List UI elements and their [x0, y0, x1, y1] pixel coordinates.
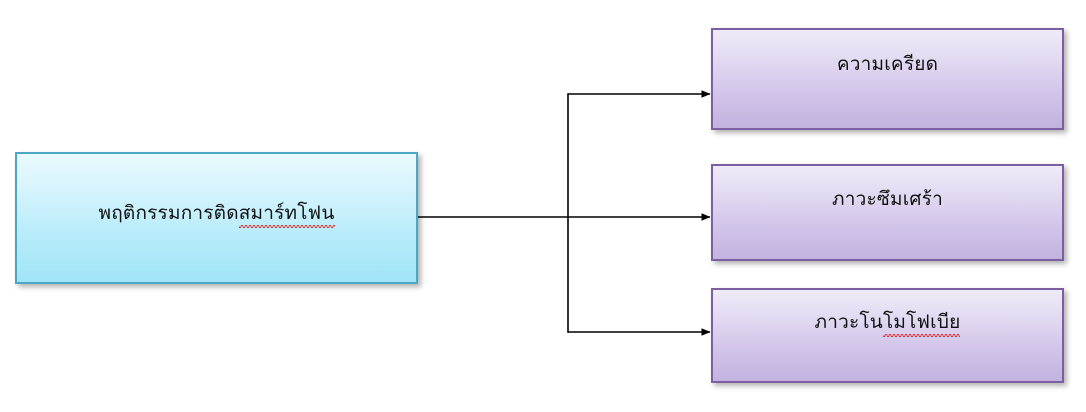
node-nomophobia[interactable]: ภาวะโนโมโฟเบีย — [711, 288, 1064, 383]
node-label-text: ความเครียด — [836, 53, 939, 75]
node-label-misspelled-text: โมโฟเบีย — [882, 311, 961, 333]
node-label: ความเครียด — [837, 55, 938, 74]
node-label-text: ภาวะโน — [814, 311, 883, 333]
node-smartphone-addiction-behavior[interactable]: พฤติกรรมการติดสมาร์ทโฟน — [15, 152, 418, 284]
node-stress[interactable]: ความเครียด — [711, 28, 1064, 130]
node-label: ภาวะซึมเศร้า — [832, 190, 943, 209]
node-label-text: ภาวะซึมเศร้า — [832, 188, 943, 210]
node-label: พฤติกรรมการติดสมาร์ทโฟน — [98, 204, 334, 223]
node-label-misspelled-text: สมาร์ทโฟน — [238, 202, 335, 224]
node-depression[interactable]: ภาวะซึมเศร้า — [711, 164, 1064, 261]
node-label: ภาวะโนโมโฟเบีย — [815, 313, 961, 332]
node-label-text: พฤติกรรมการติด — [98, 202, 239, 224]
